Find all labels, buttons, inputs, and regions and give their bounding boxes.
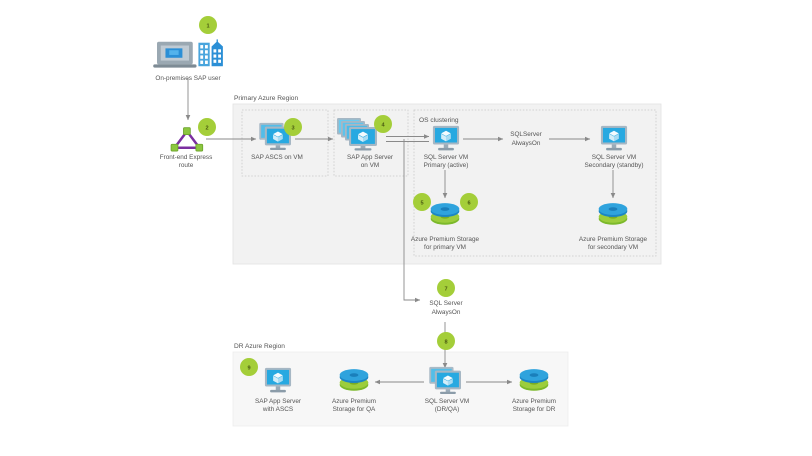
badge-2: 2 <box>198 118 216 136</box>
node-sql-server-vm-secondary[interactable]: SQL Server VM Secondary (standby) <box>585 125 644 169</box>
node-storage-dr[interactable]: Azure Premium Storage for DR <box>512 369 556 413</box>
badge-1-text: 1 <box>206 23 209 29</box>
node-label-sqldr-2: (DR/QA) <box>435 406 460 413</box>
node-label-stdr-1: Azure Premium <box>512 398 556 405</box>
badge-3: 3 <box>284 118 302 136</box>
edge-alwayson2-line1: SQL Server <box>429 300 463 307</box>
badge-8-text: 8 <box>444 339 447 345</box>
subregion-ascs-box <box>241 109 329 177</box>
badge-5: 5 <box>413 193 431 211</box>
storage-disk-icon <box>339 369 369 391</box>
badge-7-text: 7 <box>444 286 447 292</box>
node-label-express-1: Front-end Express <box>160 154 213 161</box>
badge-4: 4 <box>374 115 392 133</box>
arrow-appserver-to-dr-alwayson <box>403 139 421 303</box>
node-label-sqlprim-1: SQL Server VM <box>424 154 469 161</box>
node-label-sqlprim-2: Primary (active) <box>424 162 469 169</box>
badge-8: 8 <box>437 332 455 350</box>
node-label-stprim-1: Azure Premium Storage <box>411 236 480 243</box>
node-sap-ascs-on-vm[interactable]: SAP ASCS on VM <box>251 122 303 161</box>
badge-4-text: 4 <box>381 122 385 128</box>
badge-6-text: 6 <box>467 200 470 206</box>
node-sql-server-vm-dr[interactable]: SQL Server VM (DR/QA) <box>425 366 470 413</box>
node-label-stqa-2: Storage for QA <box>333 406 376 413</box>
region-primary-label: Primary Azure Region <box>234 95 298 102</box>
badge-6: 6 <box>460 193 478 211</box>
region-dr-label: DR Azure Region <box>234 343 285 350</box>
edge-label-alwayson-primary: SQLServer AlwaysOn <box>510 131 542 147</box>
node-label-drapp-1: SAP App Server <box>255 398 302 405</box>
badge-2-text: 2 <box>205 125 208 131</box>
node-onpremises-sap-user[interactable]: On-premises SAP user <box>152 38 224 82</box>
node-label-sqlsec-2: Secondary (standby) <box>585 162 644 169</box>
edge-label-alwayson-dr: SQL Server AlwaysOn <box>429 300 463 316</box>
node-front-end-express-route[interactable]: Front-end Express route <box>160 126 213 169</box>
storage-disk-icon <box>519 369 549 391</box>
badge-9: 9 <box>240 358 258 376</box>
edge-alwayson2-line2: AlwaysOn <box>432 309 461 316</box>
edge-alwayson1-line2: AlwaysOn <box>512 140 541 147</box>
os-clustering-label: OS clustering <box>419 117 459 124</box>
node-sap-app-server-with-ascs[interactable]: SAP App Server with ASCS <box>255 367 302 413</box>
node-label-stdr-2: Storage for DR <box>513 406 556 413</box>
storage-disk-icon <box>598 203 628 225</box>
node-label-appserver-1: SAP App Server <box>347 154 394 161</box>
badge-9-text: 9 <box>247 365 250 371</box>
badge-3-text: 3 <box>291 125 294 131</box>
node-label-sqldr-1: SQL Server VM <box>425 398 470 405</box>
storage-disk-icon <box>430 203 460 225</box>
node-label-sqlsec-1: SQL Server VM <box>592 154 637 161</box>
node-label-onprem-user: On-premises SAP user <box>155 75 221 82</box>
node-label-appserver-2: on VM <box>361 162 379 169</box>
node-label-ascs: SAP ASCS on VM <box>251 154 303 161</box>
node-label-stqa-1: Azure Premium <box>332 398 376 405</box>
subregion-os-clustering <box>413 109 657 257</box>
badge-1: 1 <box>199 16 217 34</box>
edge-alwayson1-line1: SQLServer <box>510 131 542 138</box>
node-label-stsec-1: Azure Premium Storage <box>579 236 648 243</box>
node-label-stprim-2: for primary VM <box>424 244 466 251</box>
badge-5-text: 5 <box>420 200 423 206</box>
region-dr-azure <box>232 351 569 427</box>
badge-7: 7 <box>437 279 455 297</box>
node-storage-qa[interactable]: Azure Premium Storage for QA <box>332 369 376 413</box>
node-sql-server-vm-primary[interactable]: SQL Server VM Primary (active) <box>424 125 469 169</box>
subregion-appserver-box <box>333 109 409 177</box>
node-storage-secondary[interactable]: Azure Premium Storage for secondary VM <box>579 203 648 251</box>
node-label-stsec-2: for secondary VM <box>588 244 638 251</box>
node-label-drapp-2: with ASCS <box>262 406 293 413</box>
express-route-icon <box>169 126 204 153</box>
node-label-express-2: route <box>179 162 194 169</box>
node-storage-primary[interactable]: Azure Premium Storage for primary VM <box>411 203 480 251</box>
laptop-building-icon <box>152 38 224 69</box>
node-sap-app-server-on-vm[interactable]: SAP App Server on VM <box>337 118 394 169</box>
